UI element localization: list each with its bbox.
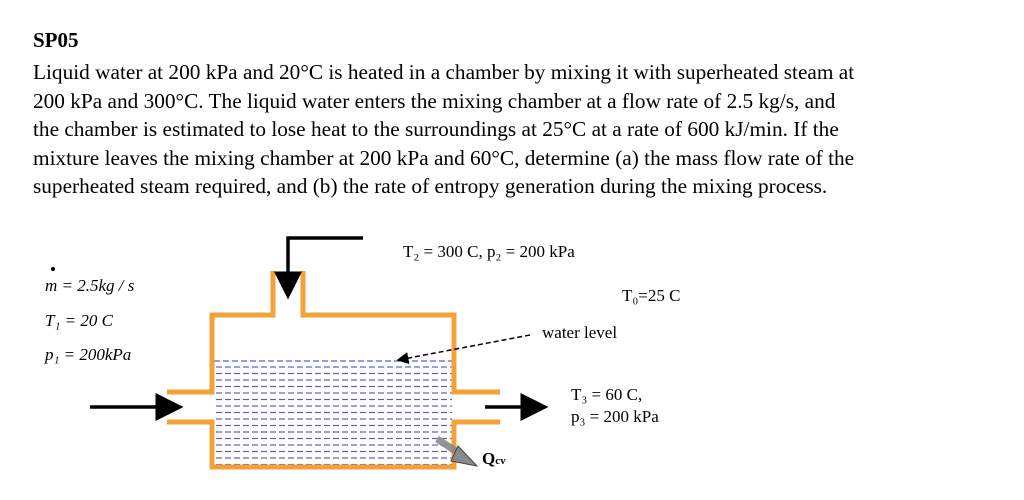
problem-line: 200 kPa and 300°C. The liquid water ente…: [33, 88, 836, 113]
water-level-pointer: [396, 334, 531, 364]
inlet-temp-label: T₁ = 20 C: [45, 311, 113, 330]
dot-symbol: [51, 267, 55, 271]
outlet-temp-label: T₃ = 60 C,: [571, 385, 643, 404]
heat-symbol: Q: [482, 449, 496, 468]
problem-title: SP05: [33, 28, 79, 52]
chamber-outline: [167, 271, 500, 470]
water-level-label: water level: [542, 323, 618, 342]
outlet-pressure-label: p₃ = 200 kPa: [571, 407, 659, 426]
surroundings-temp-label: T₀=25 C: [622, 286, 681, 305]
steam-inlet-label: T₂ = 300 C, p₂ = 200 kPa: [403, 242, 575, 261]
inlet-pressure-label: p₁ = 200kPa: [45, 345, 132, 364]
water-body: [214, 361, 452, 465]
heat-loss-label: Qcv: [482, 449, 506, 469]
problem-line: Liquid water at 200 kPa and 20°C is heat…: [33, 60, 855, 84]
heat-subscript: cv: [495, 455, 506, 467]
steam-inlet-arrow: [274, 236, 363, 300]
problem-line: mixture leaves the mixing chamber at 200…: [33, 145, 855, 170]
heat-loss-arrow: [435, 436, 479, 467]
problem-line: superheated steam required, and (b) the …: [33, 174, 828, 199]
problem-statement: Liquid water at 200 kPa and 20°C is heat…: [33, 58, 1018, 201]
problem-line: the chamber is estimated to lose heat to…: [33, 117, 839, 142]
mass-flow-label: m = 2.5kg / s: [45, 276, 135, 295]
